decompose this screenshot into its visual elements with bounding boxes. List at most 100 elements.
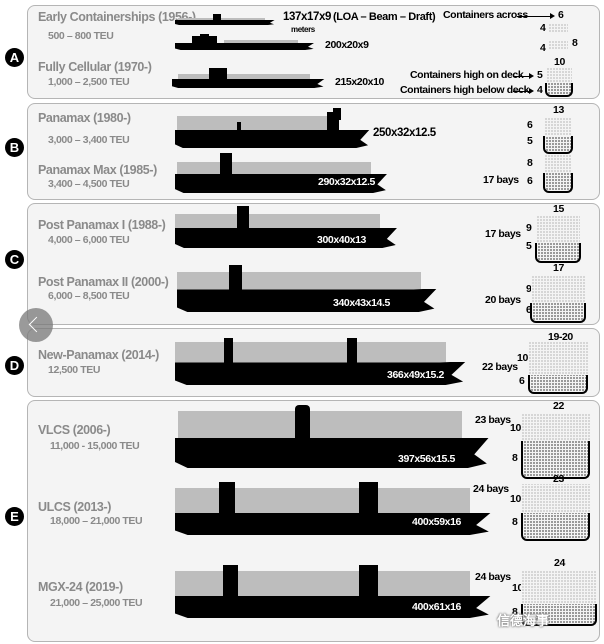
ship-silhouette	[175, 153, 388, 193]
containers-below-deck: 5	[526, 240, 532, 252]
badge-c: C	[5, 250, 24, 269]
ship-silhouette	[172, 68, 325, 88]
cross-section-grid	[536, 215, 580, 243]
containers-across: 23	[553, 473, 564, 485]
bays-count: 17 bays	[483, 174, 519, 186]
cross-section-hold	[545, 83, 573, 97]
teu-range: 18,000 – 21,000 TEU	[50, 515, 143, 527]
teu-range: 3,000 – 3,400 TEU	[48, 134, 130, 146]
containers-below-deck: 8	[512, 606, 518, 618]
containers-on-deck: 5	[537, 69, 543, 81]
on-deck-label: Containers high on deck	[410, 69, 524, 81]
containers-below-deck: 8	[512, 516, 518, 528]
bays-count: 22 bays	[482, 361, 518, 373]
ship-dimensions: 400x61x16	[412, 601, 461, 613]
teu-range: 1,000 – 2,500 TEU	[48, 76, 130, 88]
cross-section-grid	[548, 23, 568, 33]
dimension-legend: (LOA – Beam – Draft)	[333, 11, 436, 23]
cross-section-hold	[521, 441, 590, 479]
cross-section-hold	[543, 136, 573, 154]
ship-silhouette	[177, 265, 437, 312]
previous-slide-button[interactable]	[19, 308, 53, 342]
cross-section-hold	[521, 604, 597, 626]
cross-section-grid	[544, 117, 572, 136]
containers-below-deck: 8	[512, 452, 518, 464]
containers-across: 22	[553, 400, 564, 412]
ship-silhouette	[175, 108, 370, 148]
ship-dimensions: 340x43x14.5	[333, 297, 390, 309]
containers-on-deck: 10	[517, 352, 528, 364]
teu-range: 11,000 - 15,000 TEU	[50, 440, 140, 452]
badge-a: A	[5, 48, 24, 67]
containers-high: 4	[540, 22, 546, 34]
cross-section-grid	[521, 570, 597, 604]
badge-b: B	[5, 138, 24, 157]
bays-count: 17 bays	[485, 228, 521, 240]
containers-across: 8	[572, 37, 578, 49]
containers-below-deck: 5	[527, 135, 533, 147]
teu-range: 12,500 TEU	[48, 364, 101, 376]
cross-section-hold	[530, 303, 586, 323]
arrow-icon	[513, 88, 534, 94]
containers-high: 4	[540, 42, 546, 54]
teu-range: 4,000 – 6,000 TEU	[48, 234, 130, 246]
ship-class-name: New-Panamax (2014-)	[38, 348, 159, 362]
bays-count: 24 bays	[475, 571, 511, 583]
cross-section-grid	[548, 40, 568, 50]
containers-below-deck: 6	[527, 175, 533, 187]
ship-class-name: ULCS (2013-)	[38, 500, 111, 514]
arrow-icon	[517, 13, 555, 19]
containers-on-deck: 10	[510, 422, 521, 434]
containers-on-deck: 9	[526, 222, 532, 234]
cross-section-hold	[521, 513, 590, 541]
containers-across: 13	[553, 104, 564, 116]
ship-dimensions: 290x32x12.5	[318, 176, 375, 188]
ship-dimensions: 300x40x13	[317, 234, 366, 246]
teu-range: 500 – 800 TEU	[48, 30, 114, 42]
bays-count: 20 bays	[485, 294, 521, 306]
ship-silhouette	[175, 34, 315, 50]
ship-class-name: VLCS (2006-)	[38, 423, 111, 437]
containers-across-label: Containers across	[443, 9, 528, 21]
ship-dimensions: 397x56x15.5	[398, 453, 455, 465]
ship-dimensions: 137x17x9	[283, 11, 331, 23]
teu-range: 3,400 – 4,500 TEU	[48, 178, 130, 190]
containers-below-deck: 4	[537, 84, 543, 96]
cross-section-grid	[546, 67, 572, 83]
containers-below-deck: 6	[519, 375, 525, 387]
containers-across: 17	[553, 262, 564, 274]
ship-dimensions: 200x20x9	[325, 39, 369, 51]
containers-on-deck: 6	[527, 119, 533, 131]
containers-on-deck: 10	[512, 582, 523, 594]
cross-section-grid	[528, 342, 588, 375]
ship-silhouette	[175, 565, 492, 618]
ship-dimensions: 366x49x15.2	[387, 369, 444, 381]
containers-across: 10	[554, 56, 565, 68]
bays-count: 24 bays	[473, 483, 509, 495]
containers-on-deck: 8	[527, 157, 533, 169]
cross-section-hold	[528, 375, 588, 394]
arrow-icon	[513, 73, 534, 79]
ship-class-name: Panamax (1980-)	[38, 111, 131, 125]
ship-silhouette	[175, 482, 492, 535]
chevron-left-icon	[28, 316, 45, 333]
ship-class-name: Fully Cellular (1970-)	[38, 60, 152, 74]
ship-class-name: Post Panamax I (1988-)	[38, 218, 166, 232]
cross-section-hold	[543, 173, 573, 193]
containers-across: 6	[558, 9, 564, 21]
containers-on-deck: 10	[510, 493, 521, 505]
ship-dimensions: 400x59x16	[412, 516, 461, 528]
cross-section-grid	[521, 484, 590, 513]
dimension-unit: meters	[291, 25, 315, 34]
ship-dimensions: 250x32x12.5	[373, 127, 436, 139]
ship-silhouette	[175, 206, 398, 248]
ship-silhouette	[175, 338, 466, 385]
teu-range: 6,000 – 8,500 TEU	[48, 290, 130, 302]
containers-across: 24	[554, 557, 565, 569]
below-deck-label: Containers high below deck	[400, 84, 530, 96]
containers-on-deck: 9	[526, 283, 532, 295]
teu-range: 21,000 – 25,000 TEU	[50, 597, 143, 609]
ship-class-name: Post Panamax II (2000-)	[38, 275, 169, 289]
badge-d: D	[5, 356, 24, 375]
containers-across: 19-20	[548, 331, 573, 343]
